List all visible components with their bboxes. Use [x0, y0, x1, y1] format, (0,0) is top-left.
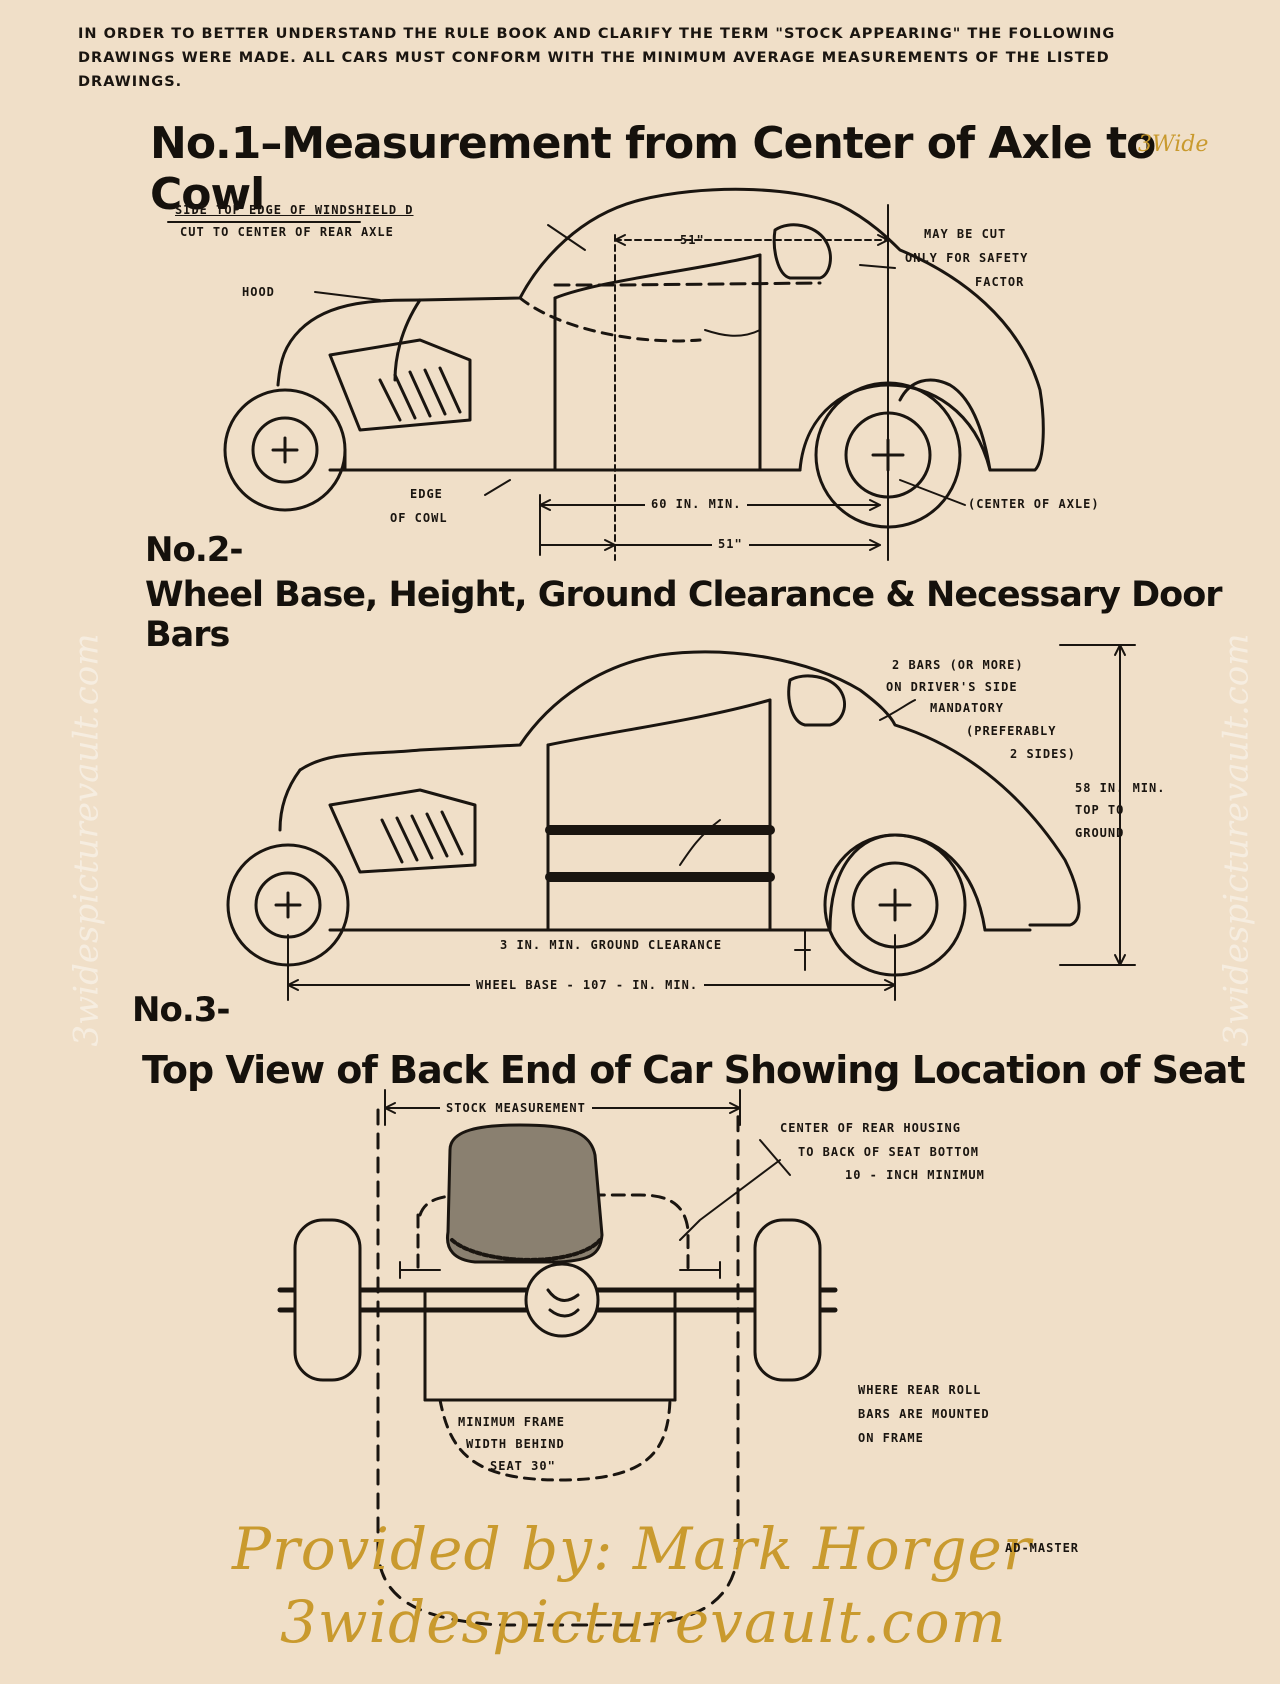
s3-roll-3: ON FRAME [858, 1431, 924, 1445]
s3-rear-housing-3: 10 - INCH MINIMUM [845, 1168, 985, 1182]
s2-clearance: 3 IN. MIN. ground clearance [500, 938, 723, 952]
s3-stock-measurement: STOCK MEASUREMENT [440, 1098, 592, 1118]
s3-roll-1: WHERE REAR ROLL [858, 1383, 982, 1397]
s1-windshield-line2: CUT TO CENTER OF REAR AXLE [180, 225, 394, 239]
s3-frame-3: SEAT 30" [490, 1459, 556, 1473]
section2-number: No.2- [145, 530, 243, 570]
car2-dimension-lines [288, 645, 1135, 1000]
side-watermark-left: 3widespicturevault.com [66, 633, 107, 1047]
s3-roll-2: BARS ARE MOUNTED [858, 1407, 990, 1421]
section2-title: Wheel Base, Height, Ground Clearance & N… [145, 575, 1223, 655]
s3-frame-1: MINIMUM FRAME [458, 1415, 565, 1429]
s1-may-be-cut-1: MAY BE CUT [924, 227, 1007, 241]
site-credit: 3widespicturevault.com [280, 1588, 1007, 1656]
intro-paragraph: IN ORDER TO BETTER UNDERSTAND THE RULE B… [78, 26, 1116, 90]
s1-edge-of-cowl-1: EDGE [410, 487, 443, 501]
s1-windshield-line1: SIDE TOP EDGE OF WINDSHIELD D [175, 203, 414, 217]
topview-drawing [280, 1090, 835, 1625]
wide-tag-logo: 3Wide [1138, 132, 1209, 157]
car1-dimension-lines [168, 205, 965, 560]
s2-wheelbase: WHEEL BASE - 107 - IN. MIN. [470, 975, 705, 995]
s2-height-2: TOP TO [1075, 803, 1125, 817]
section1-title: No.1–Measurement from Center of Axle to … [150, 118, 1156, 220]
s2-bars-1: 2 BARS (or more) [892, 658, 1024, 672]
s3-rear-housing-2: TO BACK OF SEAT BOTTOM [798, 1145, 979, 1159]
s3-rear-housing-1: CENTER OF REAR HOUSING [780, 1121, 961, 1135]
s1-top-dim: 51" [680, 233, 705, 247]
s2-bars-4: (preferably [966, 724, 1057, 738]
section3-title: Top View of Back End of Car Showing Loca… [142, 1048, 1246, 1092]
section3-number: No.3- [132, 990, 230, 1030]
s2-height-3: GROUND [1075, 826, 1125, 840]
s2-bars-3: MANDATORY [930, 701, 1005, 715]
s1-center-of-axle: (CENTER OF AXLE) [968, 497, 1100, 511]
s3-frame-2: WIDTH BEHIND [466, 1437, 565, 1451]
ad-master-mark: AD-MASTER [1005, 1541, 1080, 1555]
provided-by-credit: Provided by: Mark Horger [232, 1515, 1032, 1583]
s1-hood-label: HOOD [242, 285, 275, 299]
s1-may-be-cut-3: FACTOR [975, 275, 1025, 289]
s2-height-1: 58 IN. MIN. [1075, 781, 1166, 795]
car2-body-drawing [228, 652, 1079, 975]
s2-bars-2: ON DRIVER'S SIDE [886, 680, 1018, 694]
s1-edge-of-cowl-2: OF COWL [390, 511, 448, 525]
s2-bars-5: 2 sides) [1010, 747, 1076, 761]
side-watermark-right: 3widespicturevault.com [1216, 633, 1257, 1047]
s1-bottom-dim: 51" [712, 534, 749, 554]
s1-sixty-min: 60 IN. MIN. [645, 494, 748, 514]
s1-may-be-cut-2: ONLY FOR SAFETY [905, 251, 1029, 265]
